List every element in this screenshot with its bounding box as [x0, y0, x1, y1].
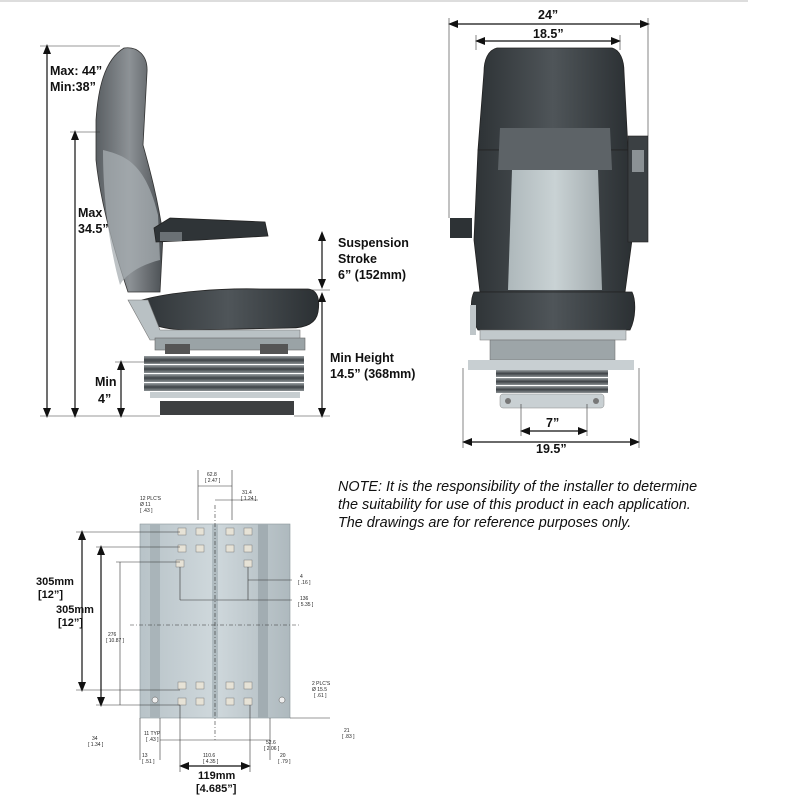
label-305-outer: 305mm: [36, 576, 74, 588]
dim-276: 276: [108, 632, 117, 638]
dim-dia-15-5: Ø 15.5: [312, 687, 327, 693]
label-max-44: Max: 44”: [50, 64, 103, 78]
dim-31-4-in: [ 1.24 ]: [241, 496, 257, 502]
installer-note: NOTE: It is the responsibility of the in…: [338, 478, 793, 532]
label-119: 119mm: [198, 770, 236, 782]
mounting-plate: [76, 470, 330, 772]
label-4685: [4.685”]: [196, 783, 237, 795]
dim-13: 13: [142, 753, 148, 759]
side-view-seat: [95, 47, 320, 415]
label-12-inner: [12”]: [58, 617, 84, 629]
dim-62-8-in: [ 2.47 ]: [205, 478, 221, 484]
label-18-5: 18.5”: [533, 27, 564, 41]
note-line-2: the suitability for use of this product …: [338, 497, 691, 513]
label-suspension: Suspension: [338, 236, 409, 250]
dim-34-in: [ 1.34 ]: [88, 742, 104, 748]
dim-dia-15-5-in: [ .61 ]: [314, 693, 327, 699]
dim-276-in: [ 10.87 ]: [106, 638, 125, 644]
label-12-outer: [12”]: [38, 589, 64, 601]
note-line-3: The drawings are for reference purposes …: [338, 515, 632, 531]
dim-21-in: [ .83 ]: [342, 734, 355, 740]
dim-52-6: 52.6: [266, 740, 276, 746]
dim-31-4: 31.4: [242, 490, 252, 496]
note-line-1: NOTE: It is the responsibility of the in…: [338, 479, 698, 495]
dim-13-in: [ .51 ]: [142, 759, 155, 765]
label-min-height-value: 14.5” (368mm): [330, 367, 416, 381]
label-max-seat-value: 34.5”: [78, 222, 109, 236]
dim-11-typ-in: [ .43 ]: [146, 737, 159, 743]
dim-110-6-in: [ 4.35 ]: [203, 759, 219, 765]
label-min: Min: [95, 375, 117, 389]
label-stroke: Stroke: [338, 252, 377, 266]
dim-dia-11: Ø 11: [140, 502, 151, 508]
dim-4-in: [ .16 ]: [298, 580, 311, 586]
front-view-seat: [450, 47, 649, 409]
label-min-38: Min:38”: [50, 80, 96, 94]
dim-20: 20: [280, 753, 286, 759]
dim-21: 21: [344, 728, 350, 734]
dim-4: 4: [300, 574, 303, 580]
dim-12-plcs: 12 PLC'S: [140, 496, 162, 502]
dim-11-typ: 11 TYP: [144, 731, 161, 737]
label-min-height: Min Height: [330, 351, 394, 365]
dim-dia-11-in: [ .43 ]: [140, 508, 153, 514]
dim-34: 34: [92, 736, 98, 742]
plate-small-dimensions: 62.8 [ 2.47 ] 31.4 [ 1.24 ] 12 PLC'S Ø 1…: [88, 472, 355, 765]
label-19-5: 19.5”: [536, 442, 567, 456]
dim-136: 136: [300, 596, 309, 602]
label-24: 24”: [538, 8, 559, 22]
dim-62-8: 62.8: [207, 472, 217, 478]
dim-20-in: [ .79 ]: [278, 759, 291, 765]
label-7: 7”: [546, 416, 560, 430]
dim-2-plcs: 2 PLC'S: [312, 681, 331, 687]
dim-110-6: 110.6: [203, 753, 215, 759]
side-view-dimensions: [40, 44, 330, 418]
dim-136-in: [ 5.35 ]: [298, 602, 314, 608]
label-max-seat: Max: [78, 206, 103, 220]
label-305-inner: 305mm: [56, 604, 94, 616]
dim-52-6-in: [ 2.06 ]: [264, 746, 280, 752]
front-view-dimensions: [448, 18, 650, 448]
label-min-value: 4”: [98, 392, 112, 406]
label-stroke-value: 6” (152mm): [338, 268, 407, 282]
